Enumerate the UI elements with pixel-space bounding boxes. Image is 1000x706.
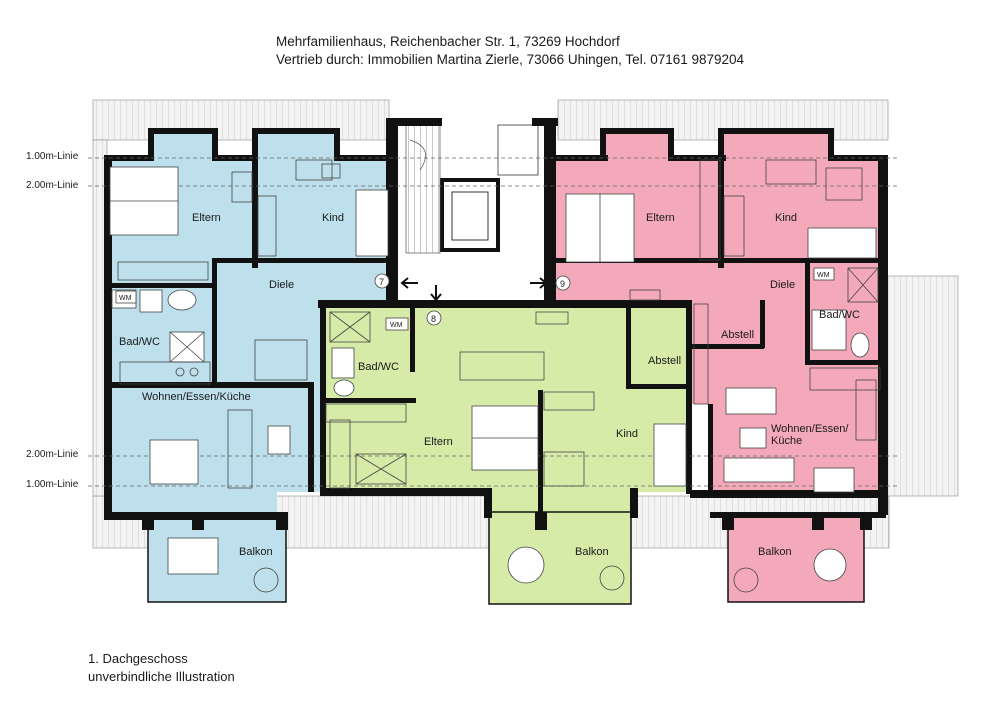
pink-wohnen-label-1: Wohnen/Essen/ bbox=[771, 423, 849, 435]
pink-wm-label: WM bbox=[817, 272, 830, 279]
label-top-2m: 2.00m-Linie bbox=[26, 180, 79, 191]
pink-abstell-label: Abstell bbox=[721, 329, 754, 341]
footer-disclaimer: unverbindliche Illustration bbox=[88, 669, 235, 684]
green-abstell-label: Abstell bbox=[648, 355, 681, 367]
blue-wm-label: WM bbox=[119, 295, 132, 302]
pink-eltern-label: Eltern bbox=[646, 212, 675, 224]
plan-header: Mehrfamilienhaus, Reichenbacher Str. 1, … bbox=[276, 33, 744, 69]
green-kind-label: Kind bbox=[616, 428, 638, 440]
label-bottom-1m: 1.00m-Linie bbox=[26, 479, 79, 490]
footer-floor: 1. Dachgeschoss bbox=[88, 651, 188, 666]
arrow-left-icon bbox=[400, 277, 418, 289]
header-address: Mehrfamilienhaus, Reichenbacher Str. 1, … bbox=[276, 34, 620, 49]
label-top-1m: 1.00m-Linie bbox=[26, 151, 79, 162]
blue-bad-label: Bad/WC bbox=[119, 336, 160, 348]
pink-bad-label: Bad/WC bbox=[819, 309, 860, 321]
pink-unit-number: 9 bbox=[560, 279, 565, 289]
entry-arrows bbox=[400, 277, 548, 302]
blue-wohnen-label: Wohnen/Essen/Küche bbox=[142, 391, 251, 403]
green-bad-label: Bad/WC bbox=[358, 361, 399, 373]
header-agency: Vertrieb durch: Immobilien Martina Zierl… bbox=[276, 52, 745, 67]
furniture bbox=[109, 159, 881, 593]
pink-unit-labels: Eltern Kind Diele Abstell Bad/WC WM Wohn… bbox=[555, 212, 860, 558]
walls bbox=[104, 118, 888, 530]
green-unit-labels: Bad/WC WM Abstell Eltern Kind Balkon 8 bbox=[358, 310, 681, 558]
label-bottom-2m: 2.00m-Linie bbox=[26, 449, 79, 460]
green-wm-label: WM bbox=[390, 322, 403, 329]
blue-balkon-label: Balkon bbox=[239, 546, 273, 558]
stair-core bbox=[400, 118, 550, 298]
pink-wohnen-label-2: Küche bbox=[771, 435, 802, 447]
blue-eltern-label: Eltern bbox=[192, 212, 221, 224]
blue-unit-number: 7 bbox=[379, 277, 384, 287]
height-line-labels: 1.00m-Linie 2.00m-Linie 2.00m-Linie 1.00… bbox=[26, 151, 79, 490]
arrow-down-icon bbox=[430, 285, 442, 302]
plan-footer: 1. Dachgeschoss unverbindliche Illustrat… bbox=[88, 650, 235, 686]
blue-kind-label: Kind bbox=[322, 212, 344, 224]
pink-balkon-label: Balkon bbox=[758, 546, 792, 558]
arrow-right-icon bbox=[530, 277, 548, 289]
green-eltern-label: Eltern bbox=[424, 436, 453, 448]
blue-unit-labels: Eltern Kind Diele Bad/WC WM Wohnen/Essen… bbox=[115, 212, 390, 558]
green-balkon-label: Balkon bbox=[575, 546, 609, 558]
blue-diele-label: Diele bbox=[269, 279, 294, 291]
pink-diele-label: Diele bbox=[770, 279, 795, 291]
green-unit-number: 8 bbox=[431, 314, 436, 324]
pink-kind-label: Kind bbox=[775, 212, 797, 224]
